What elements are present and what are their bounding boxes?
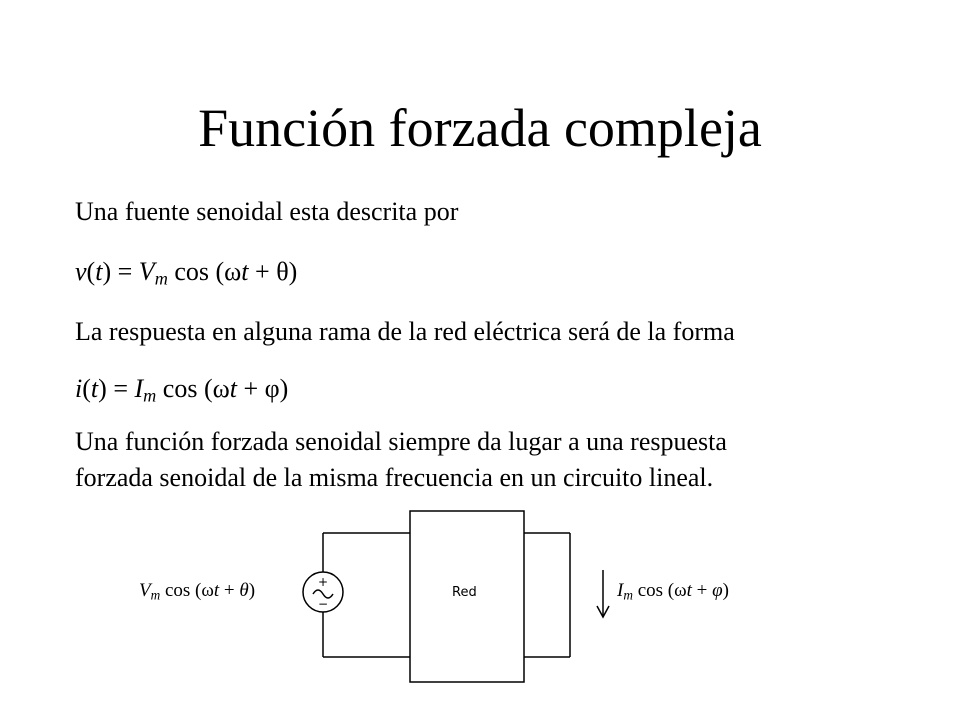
current-arrow-icon [596, 605, 610, 619]
eq-i-plus: + [236, 374, 265, 403]
response-text: La respuesta en alguna rama de la red el… [75, 317, 735, 346]
minus-sign-icon: − [318, 597, 328, 611]
ac-source-icon [302, 571, 344, 613]
cur-t: t [686, 580, 692, 601]
eq-i-amp: I [134, 374, 144, 403]
eq-v-close: ) [288, 257, 298, 286]
network-label: Red [452, 585, 477, 600]
src-phase: θ [239, 580, 249, 601]
eq-i-fn: i [75, 374, 83, 403]
src-omega: ω [201, 580, 214, 601]
src-t: t [213, 580, 220, 601]
src-plus: + [219, 580, 240, 601]
cur-omega: ω [674, 580, 687, 601]
conclusion-line-1: Una función forzada senoidal siempre da … [75, 427, 727, 456]
eq-v-phase: θ [276, 257, 289, 286]
cur-amp-sub: m [623, 587, 633, 603]
src-cos: cos ( [160, 580, 202, 601]
current-equation: i(t) = Im cos (ωt + φ) [75, 374, 289, 406]
voltage-equation: v(t) = Vm cos (ωt + θ) [75, 257, 298, 289]
src-amp-sub: m [150, 587, 161, 603]
eq-i-arg: t [90, 374, 99, 403]
source-label: Vm cos (ωt + θ) [139, 580, 255, 602]
src-close: ) [248, 580, 256, 601]
eq-v-amp: V [138, 257, 155, 286]
cur-plus: + [691, 580, 713, 601]
eq-v-fn: v [75, 257, 87, 286]
eq-v-plus: + [248, 257, 277, 286]
network-box [409, 510, 525, 683]
eq-i-equals: = [106, 374, 135, 403]
sine-wave-icon [312, 589, 334, 599]
eq-v-equals: = [111, 257, 139, 286]
eq-v-t: t [241, 257, 249, 286]
eq-i-omega: ω [212, 374, 230, 403]
cur-phase: φ [712, 580, 723, 601]
cur-amp: I [617, 580, 624, 601]
eq-i-close: ) [279, 374, 289, 403]
cur-cos: cos ( [632, 580, 675, 601]
eq-v-cos: cos ( [167, 257, 225, 286]
eq-i-phase: φ [264, 374, 280, 403]
eq-i-amp-sub: m [143, 385, 157, 406]
slide-title: Función forzada compleja [198, 98, 762, 158]
eq-v-arg: t [95, 257, 103, 286]
eq-i-t: t [229, 374, 237, 403]
current-label: Im cos (ωt + φ) [617, 580, 729, 602]
conclusion-line-2: forzada senoidal de la misma frecuencia … [75, 463, 714, 492]
eq-v-omega: ω [224, 257, 242, 286]
intro-text: Una fuente senoidal esta descrita por [75, 197, 459, 226]
src-amp: V [139, 580, 151, 601]
conclusion-paragraph: Una función forzada senoidal siempre da … [75, 424, 905, 496]
plus-sign-icon: + [318, 575, 328, 589]
cur-close: ) [722, 580, 729, 601]
eq-i-cos: cos ( [156, 374, 213, 403]
eq-v-amp-sub: m [154, 268, 168, 289]
